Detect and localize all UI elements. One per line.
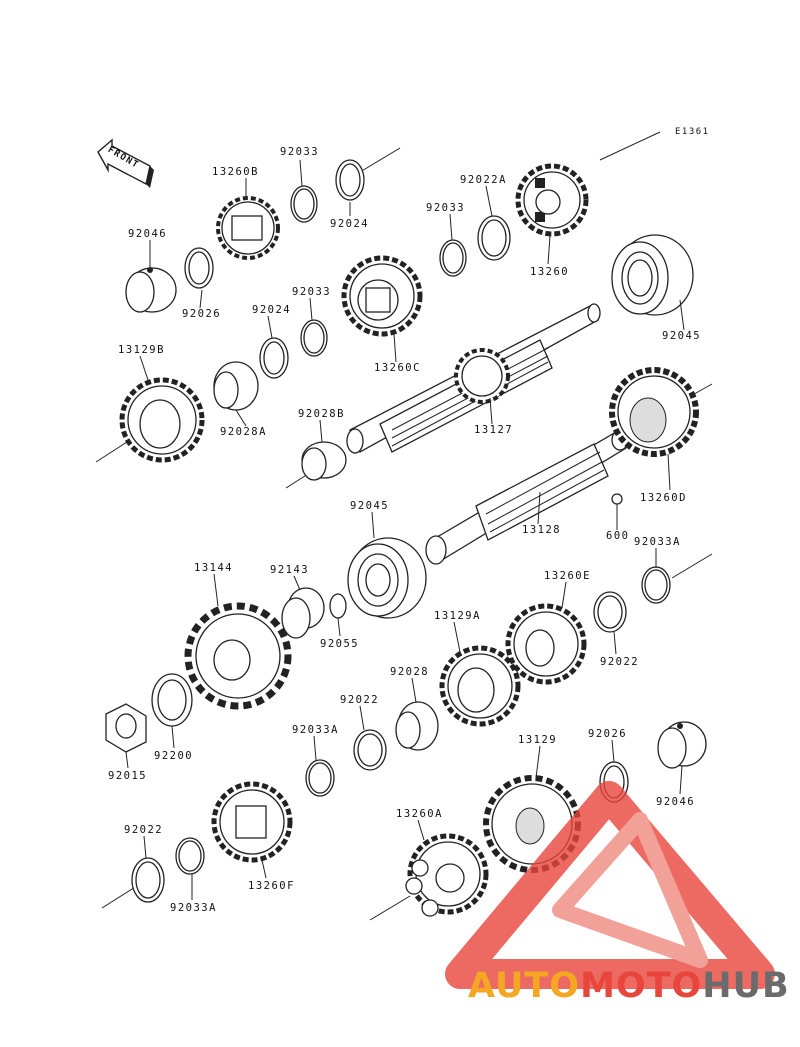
nut-92015 — [105, 703, 147, 753]
bearing-92028 — [395, 701, 439, 751]
gear-13260a — [405, 833, 489, 917]
label-13129: 13129 — [518, 734, 558, 746]
label-13260b: 13260B — [212, 166, 259, 178]
label-13127: 13127 — [474, 424, 514, 436]
leader-lines — [125, 159, 685, 900]
label-13260d: 13260D — [640, 492, 687, 504]
label-92026-bottom: 92026 — [588, 728, 628, 740]
label-92024-top: 92024 — [330, 218, 370, 230]
label-92022-left: 92022 — [124, 824, 164, 836]
circlip-92033a-left — [175, 837, 205, 875]
washer-92022a-top — [477, 215, 511, 261]
collar-92143 — [281, 587, 325, 639]
label-13128: 13128 — [522, 524, 562, 536]
label-92200: 92200 — [154, 750, 194, 762]
bearing-92028a — [213, 361, 259, 411]
label-92033a-left: 92033A — [170, 902, 217, 914]
gear-13129a — [439, 645, 521, 727]
washer-92022-right — [593, 591, 627, 633]
label-92026-top: 92026 — [182, 308, 222, 320]
circlip-92033-top — [290, 185, 318, 223]
label-92028b: 92028B — [298, 408, 345, 420]
bearing-92045-top — [611, 234, 694, 316]
shaft-13127 — [346, 303, 601, 454]
label-92028a: 92028A — [220, 426, 267, 438]
label-92045-top: 92045 — [662, 330, 702, 342]
label-92022-right: 92022 — [600, 656, 640, 668]
label-92046-top: 92046 — [128, 228, 168, 240]
watermark-text: AUTOMOTOHUB — [468, 966, 790, 1006]
label-92028: 92028 — [390, 666, 430, 678]
gear-13260d — [609, 367, 699, 457]
circlip-92033-left — [300, 319, 328, 357]
label-92045-mid: 92045 — [350, 500, 390, 512]
circlip-92033a-mid — [305, 759, 335, 797]
bushing-92028b — [301, 441, 347, 481]
front-arrow-icon — [97, 138, 154, 188]
label-92022a-top: 92022A — [460, 174, 507, 186]
label-13144: 13144 — [194, 562, 234, 574]
bushing-92046-top — [125, 267, 177, 313]
circlip-92033a-right — [641, 566, 671, 604]
gear-13260c — [341, 255, 423, 337]
label-92033a-mid: 92033A — [292, 724, 339, 736]
label-13260: 13260 — [530, 266, 570, 278]
gear-13260e — [505, 603, 587, 685]
label-92033-top: 92033 — [280, 146, 320, 158]
label-92022-mid: 92022 — [340, 694, 380, 706]
label-92033a-right: 92033A — [634, 536, 681, 548]
watermark-part2: MOTO — [580, 966, 703, 1006]
bushing-92046-bottom — [657, 721, 707, 769]
label-92015: 92015 — [108, 770, 148, 782]
washer-92026-top — [184, 247, 214, 289]
gear-13129b — [119, 377, 205, 463]
gear-13260f — [211, 781, 293, 863]
label-92033-mid: 92033 — [426, 202, 466, 214]
gear-13260 — [515, 163, 589, 237]
watermark-part1: AUTO — [468, 966, 581, 1006]
label-13260f: 13260F — [248, 880, 295, 892]
washer-92024-top — [335, 159, 365, 201]
watermark-part3: HUB — [702, 966, 790, 1006]
bearing-92045-mid — [347, 537, 427, 619]
gear-13260b — [216, 196, 280, 260]
label-13129b: 13129B — [118, 344, 165, 356]
sprocket-13144 — [184, 602, 292, 710]
label-13129a: 13129A — [434, 610, 481, 622]
label-92143: 92143 — [270, 564, 310, 576]
label-92055: 92055 — [320, 638, 360, 650]
washer-92022-mid — [353, 729, 387, 771]
circlip-92033-mid — [439, 239, 467, 277]
label-92024-left: 92024 — [252, 304, 292, 316]
diagram-code: E1361 — [675, 127, 710, 137]
label-92033-left: 92033 — [292, 286, 332, 298]
label-13260c: 13260C — [374, 362, 421, 374]
label-13260a: 13260A — [396, 808, 443, 820]
label-600: 600 — [606, 530, 630, 542]
label-92046-bottom: 92046 — [656, 796, 696, 808]
label-13260e: 13260E — [544, 570, 591, 582]
washer-92024-left — [259, 337, 289, 379]
washer-92022-left — [131, 857, 165, 903]
